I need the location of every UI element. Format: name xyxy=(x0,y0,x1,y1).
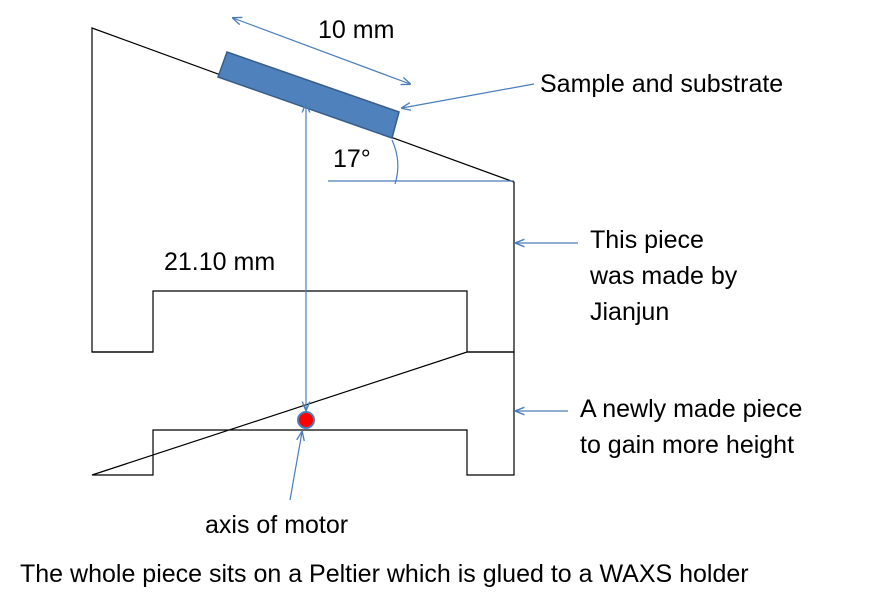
width-dimension-arrow xyxy=(233,18,410,84)
height-dimension-label: 21.10 mm xyxy=(164,248,276,276)
width-dimension-label: 10 mm xyxy=(318,16,395,44)
sample-substrate-block xyxy=(217,51,400,139)
caption: The whole piece sits on a Peltier which … xyxy=(20,560,749,588)
upper-piece-label-line: was made by xyxy=(590,262,738,290)
sample-pointer-arrow xyxy=(402,83,535,108)
angle-arc xyxy=(391,139,399,185)
axis-label: axis of motor xyxy=(205,511,349,539)
upper-piece-label: This piece was made by Jianjun xyxy=(590,222,737,330)
lower-piece-outline xyxy=(91,351,515,476)
axis-pointer-arrow xyxy=(289,432,302,501)
lower-piece-label-line: to gain more height xyxy=(580,431,795,459)
lower-piece-label-line: A newly made piece xyxy=(580,395,803,423)
upper-piece-label-line: This piece xyxy=(590,226,704,254)
lower-piece-label: A newly made piece to gain more height xyxy=(580,391,802,463)
upper-piece-label-line: Jianjun xyxy=(590,298,670,326)
sample-label: Sample and substrate xyxy=(540,70,784,98)
angle-label: 17° xyxy=(333,145,371,173)
upper-piece-outline xyxy=(91,27,515,353)
motor-axis-dot xyxy=(297,411,315,429)
